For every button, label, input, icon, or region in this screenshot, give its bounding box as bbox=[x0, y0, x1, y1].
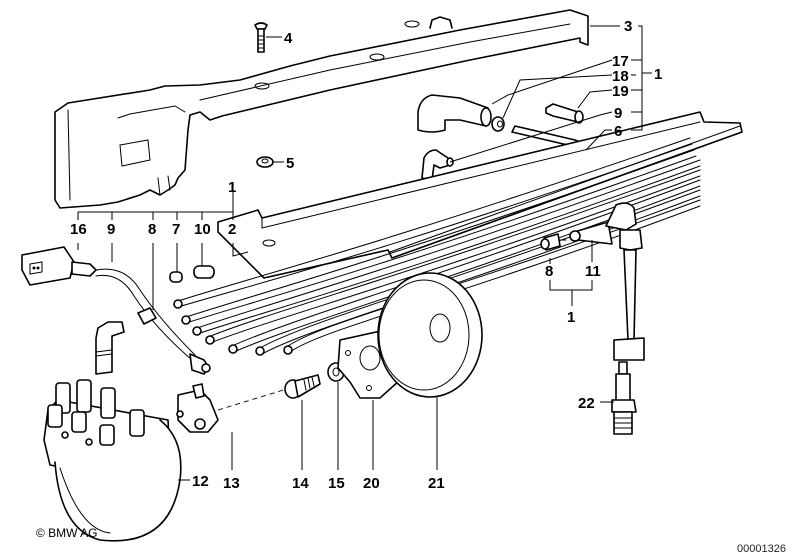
callout-1-left[interactable]: 1 bbox=[228, 179, 236, 196]
elbow-connector-small[interactable] bbox=[421, 149, 454, 181]
callout-4[interactable]: 4 bbox=[284, 30, 293, 47]
callout-9-left[interactable]: 9 bbox=[107, 221, 115, 238]
callout-1-top[interactable]: 1 bbox=[654, 66, 662, 83]
connector-15[interactable] bbox=[545, 103, 584, 124]
bolt-18[interactable] bbox=[284, 374, 321, 399]
callout-19[interactable]: 15 bbox=[328, 475, 345, 492]
callout-18[interactable]: 14 bbox=[292, 475, 309, 492]
sleeve-10[interactable] bbox=[193, 265, 215, 279]
callout-9-top[interactable]: 9 bbox=[614, 105, 622, 122]
leader-lines bbox=[77, 25, 652, 481]
callout-16[interactable]: 12 bbox=[192, 473, 209, 490]
lead-9[interactable] bbox=[95, 268, 211, 375]
callout-22[interactable]: 22 bbox=[578, 395, 595, 412]
ignition-lead-cover[interactable] bbox=[54, 9, 589, 209]
callout-6[interactable]: 6 bbox=[614, 123, 622, 140]
callout-11[interactable]: 11 bbox=[585, 263, 601, 280]
callout-12[interactable]: 16 bbox=[70, 221, 87, 238]
cap-towers bbox=[47, 379, 145, 446]
callout-13[interactable]: 17 bbox=[612, 53, 629, 70]
alignment-line bbox=[217, 387, 291, 411]
spark-plug-22[interactable] bbox=[611, 361, 637, 435]
elbow-connector-13[interactable] bbox=[417, 94, 492, 133]
callout-8-left[interactable]: 8 bbox=[148, 221, 156, 238]
copyright-notice: © BMW AG bbox=[36, 526, 98, 540]
sleeve-8[interactable] bbox=[137, 307, 157, 325]
pulley-21[interactable] bbox=[377, 272, 483, 398]
callout-8-right[interactable]: 8 bbox=[545, 263, 553, 280]
cable-tray[interactable] bbox=[217, 111, 743, 279]
callout-3[interactable]: 3 bbox=[624, 18, 632, 35]
callout-10[interactable]: 10 bbox=[194, 221, 211, 238]
callout-14[interactable]: 18 bbox=[612, 68, 629, 85]
document-number: 00001326 bbox=[737, 543, 786, 555]
callout-15[interactable]: 19 bbox=[612, 83, 629, 100]
callout-1-right[interactable]: 1 bbox=[567, 309, 575, 326]
distributor-lead-boot[interactable] bbox=[95, 321, 125, 375]
distributor-rotor-17[interactable] bbox=[176, 383, 219, 433]
callout-21[interactable]: 21 bbox=[428, 475, 445, 492]
callout-2[interactable]: 2 bbox=[228, 221, 236, 238]
callout-5[interactable]: 5 bbox=[286, 155, 294, 172]
spark-plug-connector-11[interactable] bbox=[569, 202, 645, 361]
callout-labels: 3 17 18 1 19 9 6 4 5 1 16 9 8 7 10 2 8 1… bbox=[70, 18, 662, 492]
distributor-cap-16[interactable] bbox=[43, 379, 182, 542]
nut-5[interactable] bbox=[256, 156, 274, 168]
callout-17[interactable]: 13 bbox=[223, 475, 240, 492]
bolt-4[interactable] bbox=[254, 22, 268, 53]
callout-20[interactable]: 20 bbox=[363, 475, 380, 492]
sleeve-7[interactable] bbox=[169, 271, 183, 283]
callout-7[interactable]: 7 bbox=[172, 221, 180, 238]
grommet-14[interactable] bbox=[491, 116, 505, 132]
plug-connector-12[interactable] bbox=[21, 246, 97, 286]
plug-connector-8[interactable] bbox=[540, 233, 567, 251]
